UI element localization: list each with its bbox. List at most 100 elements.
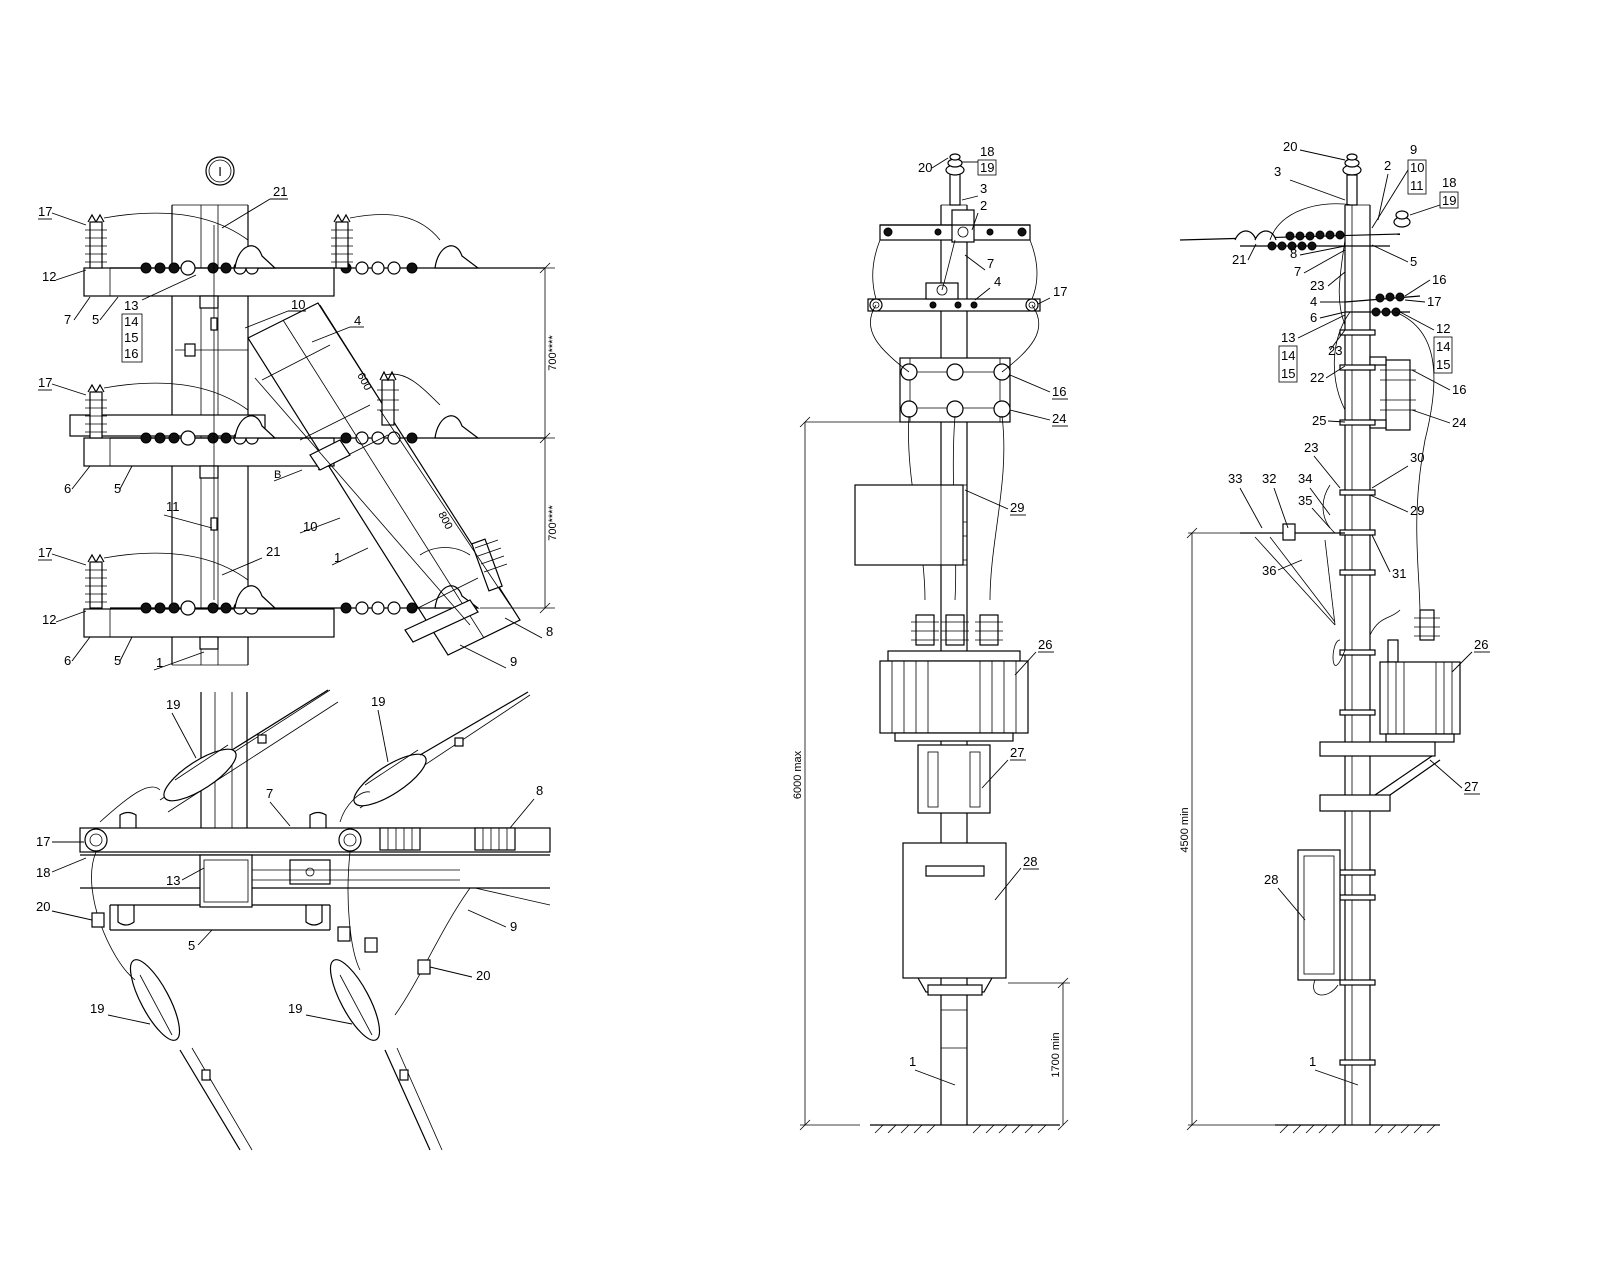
- strain-clamps: [234, 245, 480, 609]
- label-d-9: 9: [1410, 142, 1417, 157]
- jumper-wires: [103, 212, 471, 581]
- view-b-plan: 19 19 7 8 17 18 13 20 5 9 20 19 19: [36, 689, 551, 1151]
- label-b-17: 17: [36, 834, 50, 849]
- label-c-20: 20: [918, 160, 932, 175]
- label-a-6b: 6: [64, 653, 71, 668]
- label-b-18: 18: [36, 865, 50, 880]
- labels-view-d: 20 9 10 11 3 2 18 19 21 8 7 5 23 16 4 17…: [1228, 139, 1488, 1086]
- label-c-3: 3: [980, 181, 987, 196]
- label-d-8: 8: [1290, 246, 1297, 261]
- label-c-17: 17: [1053, 284, 1067, 299]
- label-d-11: 11: [1410, 178, 1424, 193]
- label-a-12b: 12: [42, 612, 56, 627]
- view-d-side: 4500 min 20 9 10 11 3 2 18 19 21 8 7 5 2…: [1179, 139, 1488, 1134]
- label-b-19d: 19: [288, 1001, 302, 1016]
- label-a-15: 15: [124, 330, 138, 345]
- label-d-26: 26: [1474, 637, 1488, 652]
- dim-spacing-lower: 700****: [547, 505, 559, 541]
- label-a-10a: 10: [291, 297, 305, 312]
- label-d-33: 33: [1228, 471, 1242, 486]
- dim-600: 600: [354, 371, 373, 393]
- label-d-13: 13: [1281, 330, 1295, 345]
- crossarm-bottom: [83, 608, 335, 650]
- label-d-5: 5: [1410, 254, 1417, 269]
- view-marker-circle: [205, 156, 235, 186]
- labels-view-c: 20 18 19 3 2 7 4 17 16 24 29 26 27 28 1: [909, 144, 1067, 1086]
- label-c-24: 24: [1052, 411, 1066, 426]
- crossarm-middle: [69, 414, 335, 479]
- label-a-7a: 7: [64, 312, 71, 327]
- label-b-9: 9: [510, 919, 517, 934]
- label-d-7: 7: [1294, 264, 1301, 279]
- label-d-36: 36: [1262, 563, 1276, 578]
- label-a-11: 11: [166, 499, 180, 514]
- label-b-20b: 20: [476, 968, 490, 983]
- label-a-5b: 5: [114, 481, 121, 496]
- label-d-1: 1: [1309, 1054, 1316, 1069]
- label-c-1: 1: [909, 1054, 916, 1069]
- labels-view-b: 19 19 7 8 17 18 13 20 5 9 20 19 19: [36, 694, 543, 1025]
- label-d-23a: 23: [1310, 278, 1324, 293]
- labels-view-a: 17 12 7 5 13 14 15 16 21 10 4 17 6 5 11 …: [38, 184, 553, 671]
- view-marker-text: I: [218, 164, 222, 179]
- label-b-19b: 19: [371, 694, 385, 709]
- label-d-14b: 14: [1436, 339, 1450, 354]
- label-d-22: 22: [1310, 370, 1324, 385]
- label-a-12a: 12: [42, 269, 56, 284]
- lower-insulator-strings: [91, 851, 471, 1151]
- label-underlines: [38, 218, 1490, 870]
- label-b-8: 8: [536, 783, 543, 798]
- label-c-19: 19: [980, 160, 994, 175]
- label-d-34: 34: [1298, 471, 1312, 486]
- pin-insulators: [85, 213, 353, 609]
- label-a-1a: 1: [334, 550, 341, 565]
- label-d-4: 4: [1310, 294, 1317, 309]
- label-a-1b: 1: [156, 655, 163, 670]
- label-d-32: 32: [1262, 471, 1276, 486]
- label-d-29: 29: [1410, 503, 1424, 518]
- label-d-30: 30: [1410, 450, 1424, 465]
- view-c-elevation: 6000 max 1700 min 20 18 19 3 2 7 4 17 16…: [792, 144, 1070, 1134]
- label-a-5a: 5: [92, 312, 99, 327]
- label-a-10b: 10: [303, 519, 317, 534]
- label-a-8: 8: [546, 624, 553, 639]
- dim-1700: 1700 min: [1050, 1032, 1062, 1077]
- label-d-12: 12: [1436, 321, 1450, 336]
- label-d-27: 27: [1464, 779, 1478, 794]
- label-b-19a: 19: [166, 697, 180, 712]
- label-a-5c: 5: [114, 653, 121, 668]
- upper-insulator-strings: [99, 689, 531, 823]
- label-d-16a: 16: [1432, 272, 1446, 287]
- label-c-18: 18: [980, 144, 994, 159]
- dim-b-mark: B: [274, 469, 281, 481]
- label-d-23b: 23: [1328, 343, 1342, 358]
- label-d-6: 6: [1310, 310, 1317, 325]
- label-a-14: 14: [124, 314, 138, 329]
- label-d-15a: 15: [1281, 366, 1295, 381]
- label-b-20a: 20: [36, 899, 50, 914]
- view-a-front: I: [38, 156, 559, 671]
- label-a-17c: 17: [38, 545, 52, 560]
- label-a-17a: 17: [38, 204, 52, 219]
- label-c-26: 26: [1038, 637, 1052, 652]
- label-d-24: 24: [1452, 415, 1466, 430]
- label-a-6a: 6: [64, 481, 71, 496]
- label-d-20: 20: [1283, 139, 1297, 154]
- label-b-13: 13: [166, 873, 180, 888]
- label-a-16: 16: [124, 346, 138, 361]
- label-d-3: 3: [1274, 164, 1281, 179]
- label-a-9: 9: [510, 654, 517, 669]
- label-d-10: 10: [1410, 160, 1424, 175]
- label-c-16: 16: [1052, 384, 1066, 399]
- label-d-18: 18: [1442, 175, 1456, 190]
- label-d-15b: 15: [1436, 357, 1450, 372]
- label-d-23c: 23: [1304, 440, 1318, 455]
- dim-6000: 6000 max: [792, 750, 804, 799]
- label-d-21: 21: [1232, 252, 1246, 267]
- label-d-16b: 16: [1452, 382, 1466, 397]
- label-a-21a: 21: [273, 184, 287, 199]
- label-a-17b: 17: [38, 375, 52, 390]
- label-d-28: 28: [1264, 872, 1278, 887]
- label-b-7: 7: [266, 786, 273, 801]
